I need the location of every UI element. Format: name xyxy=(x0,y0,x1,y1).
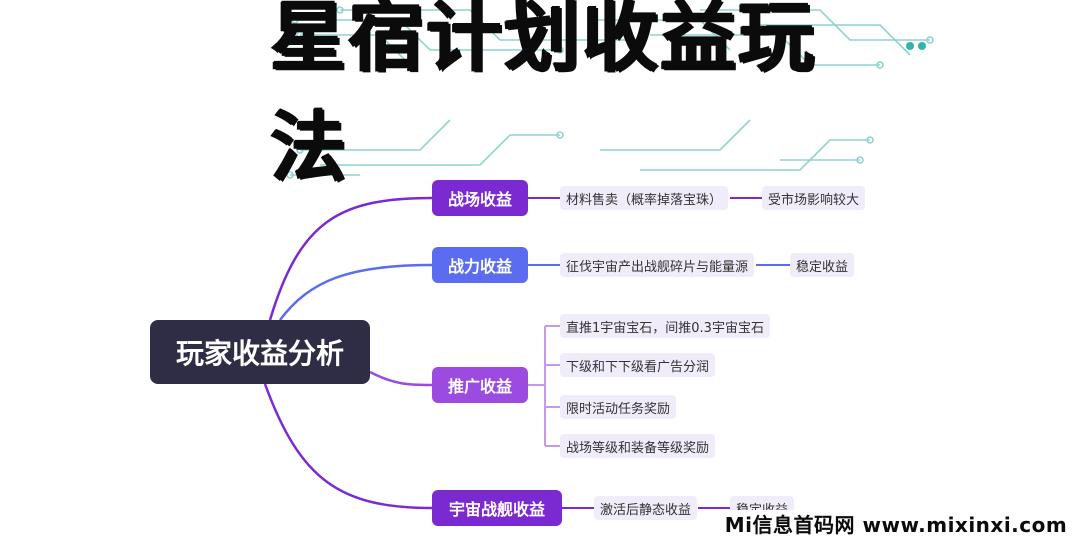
leaf-node-promo-levels[interactable]: 战场等级和装备等级奖励 xyxy=(560,434,716,458)
branch-node-ship[interactable]: 宇宙战舰收益 xyxy=(432,490,562,526)
connector-root-battle xyxy=(268,196,433,321)
leaf-node-promo-events[interactable]: 限时活动任务奖励 xyxy=(560,395,677,419)
connector-root-promo xyxy=(369,370,433,387)
branch-node-promo[interactable]: 推广收益 xyxy=(432,367,528,403)
leaf-node-promo-referral[interactable]: 直推1宇宙宝石，间推0.3宇宙宝石 xyxy=(560,314,770,338)
leaf-node-power-stable[interactable]: 稳定收益 xyxy=(790,253,855,277)
leaf-node-power-conquest[interactable]: 征伐宇宙产出战舰碎片与能量源 xyxy=(560,253,755,277)
connector-root-power xyxy=(279,263,433,321)
leaf-node-battle-materials[interactable]: 材料售卖（概率掉落宝珠） xyxy=(560,186,729,210)
connector-root-ship xyxy=(263,383,433,510)
root-node[interactable]: 玩家收益分析 xyxy=(150,320,370,384)
leaf-node-ship-static[interactable]: 激活后静态收益 xyxy=(594,496,698,520)
leaf-node-battle-market[interactable]: 受市场影响较大 xyxy=(762,186,866,210)
circuit-decoration xyxy=(286,6,934,179)
branch-node-battle[interactable]: 战场收益 xyxy=(432,180,528,216)
branch-node-power[interactable]: 战力收益 xyxy=(432,247,528,283)
leaf-node-promo-ads[interactable]: 下级和下下级看广告分润 xyxy=(560,353,716,377)
watermark: Mi信息首码网 www.mixinxi.com xyxy=(712,510,1080,537)
connector-promo-bracket xyxy=(528,325,560,447)
page-title: 星宿计划收益玩法 xyxy=(270,0,816,191)
